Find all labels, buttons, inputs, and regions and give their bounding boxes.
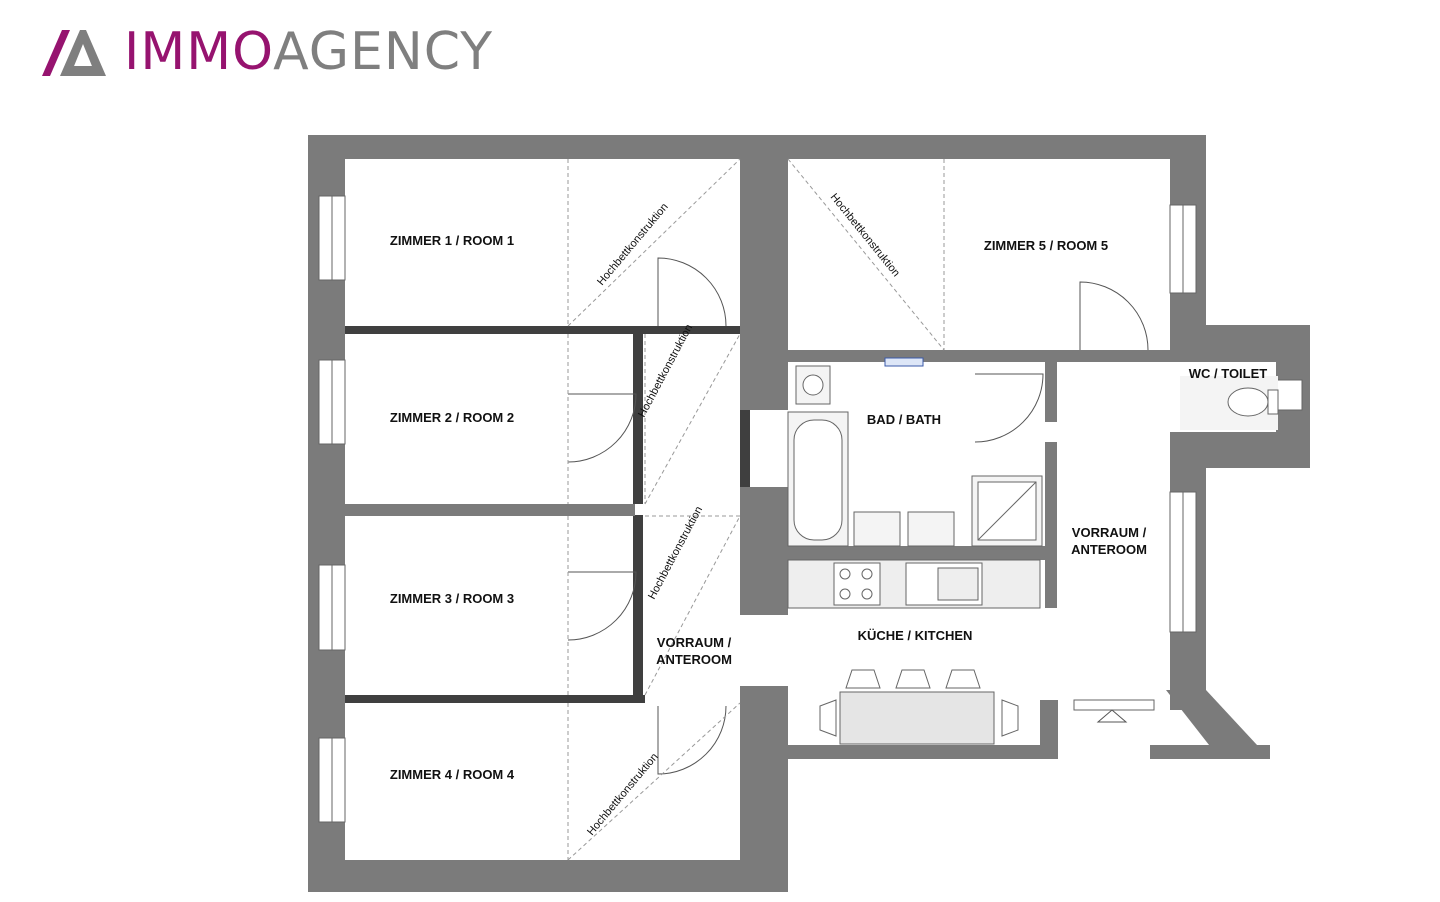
room-label-zimmer-3: ZIMMER 3 / ROOM 3: [390, 591, 514, 606]
loft-areas: [567, 158, 945, 861]
room-label-zimmer-5: ZIMMER 5 / ROOM 5: [984, 238, 1108, 253]
doors: [567, 257, 1149, 775]
logo-immo: IMMO: [124, 22, 274, 82]
loft-label-1: Hochbettkonstruktion: [595, 201, 671, 288]
room-label-zimmer-4: ZIMMER 4 / ROOM 4: [390, 767, 515, 782]
brand-logo: IMMOAGENCY: [40, 22, 493, 82]
inner-walls: [345, 326, 750, 703]
logo-agency: AGENCY: [273, 22, 493, 82]
room-label-vorraum-right-line2: ANTEROOM: [1071, 542, 1147, 557]
room-label-zimmer-1: ZIMMER 1 / ROOM 1: [390, 233, 514, 248]
room-label-bath: BAD / BATH: [867, 412, 941, 427]
room-label-kitchen: KÜCHE / KITCHEN: [858, 628, 973, 643]
loft-label-3: Hochbettkonstruktion: [646, 505, 705, 602]
room-label-vorraum-left-line1: VORRAUM /: [657, 635, 732, 650]
logo-wordmark: IMMOAGENCY: [124, 22, 493, 82]
bath-fixtures: [787, 365, 1043, 547]
logo-mark-icon: [42, 30, 106, 76]
loft-label-5: Hochbettkonstruktion: [828, 191, 902, 279]
windows: [318, 195, 1303, 823]
room-label-wc: WC / TOILET: [1189, 366, 1268, 381]
wc-fixtures: [1180, 376, 1279, 430]
thin-walls: [345, 350, 1170, 608]
sink-left: [853, 511, 901, 547]
room-label-zimmer-2: ZIMMER 2 / ROOM 2: [390, 410, 514, 425]
kitchen-fixtures: [787, 559, 1041, 745]
sink-right: [907, 511, 955, 547]
room-label-vorraum-left-line2: ANTEROOM: [656, 652, 732, 667]
loft-label-4: Hochbettkonstruktion: [585, 751, 661, 838]
room-label-vorraum-right-line1: VORRAUM /: [1072, 525, 1147, 540]
stove: [833, 562, 881, 606]
dining-table: [839, 691, 995, 745]
